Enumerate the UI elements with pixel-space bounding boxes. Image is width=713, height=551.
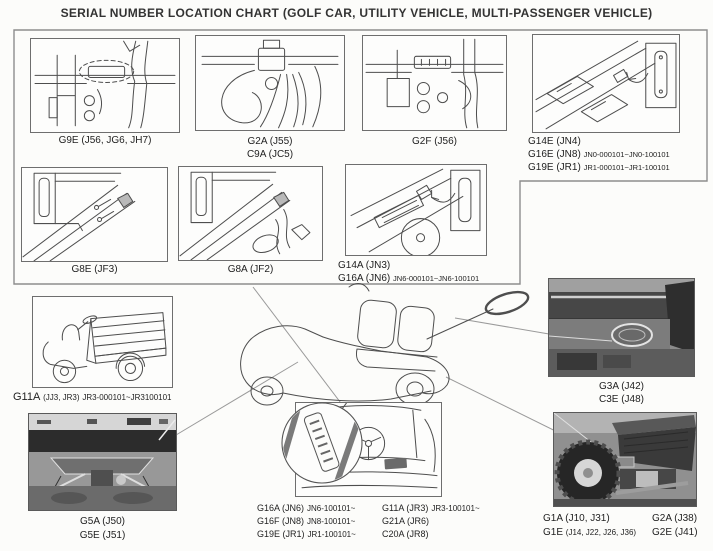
g8a-sketch: [179, 171, 311, 260]
panel-g8e-caption: G8E (JF3): [71, 264, 118, 275]
g2a-caption-line1: G2A (J55): [247, 136, 293, 147]
g14a-caption-line1: G14A (JN3): [338, 260, 391, 271]
magnifier-detail: [281, 402, 363, 484]
dash-left-row: G16A (JN6)JN6-100101~: [257, 503, 356, 513]
g5a-photo-sketch: [29, 414, 176, 510]
g14a-sketch: [350, 168, 481, 255]
g1a-photo-sketch: [554, 413, 696, 506]
panel-g2f-caption: G2F (J56): [411, 136, 457, 147]
g5a-caption-line2: G5E (J51): [79, 529, 126, 541]
panel-g8e-image: [21, 167, 168, 262]
leader-line-to-g5a: [170, 361, 299, 439]
panel-g2a-image: [195, 35, 345, 131]
golf-car-drawing: [240, 283, 530, 406]
g1a-row1-right: G2A (J38): [652, 513, 698, 524]
panel-g11a-caption: G11A (JJ3, JR3) JR3-000101~JR3100101: [13, 391, 172, 405]
g1a-row2-left: G1E (J14, J22, J26, J36): [543, 527, 637, 538]
g14e-caption-line1: G14E (JN4): [528, 136, 581, 147]
g2a-sketch: [201, 39, 339, 129]
g14e-caption-line2: G16E (JN8) JN0-000101~JN0-100101: [528, 148, 670, 161]
leader-line-to-g3a: [454, 317, 550, 335]
g14e-serial-2: JN0-000101~JN0-100101: [583, 150, 670, 159]
panel-g3a-caption: G3A (J42) C3E (J48): [548, 380, 695, 406]
g5a-caption-line1: G5A (J50): [79, 516, 126, 527]
g14a-serial-2: JN6-000101~JN6-100101: [393, 274, 480, 283]
panel-g14a-image: [345, 164, 487, 256]
panel-g8a-image: [178, 166, 323, 261]
g9e-sketch: [34, 40, 176, 129]
page-title: SERIAL NUMBER LOCATION CHART (GOLF CAR, …: [60, 6, 653, 20]
outer-frame: [13, 29, 708, 285]
panel-g9e-caption: G9E (J56, JG6, JH7): [58, 135, 152, 146]
panel-g2a-caption: G2A (J55) C9A (JC5): [195, 136, 345, 161]
panel-g1a-caption-right: G2A (J38) G2E (J41): [652, 512, 698, 540]
panel-g14a-caption: G14A (JN3) G16A (JN6) JN6-000101~JN6-100…: [338, 259, 479, 285]
serial-label-detail: [303, 412, 340, 472]
g2f-sketch: [365, 38, 504, 129]
g14a-model-2: G16A (JN6): [338, 273, 391, 284]
panel-g1a-photo: [553, 412, 697, 507]
dash-left-row: G16F (JN8)JN8-100101~: [257, 516, 356, 526]
g3a-caption-line2: C3E (J48): [598, 394, 644, 405]
g3a-photo-sketch: [549, 279, 694, 376]
panel-g1a-caption-left: G1A (J10, J31) G1E (J14, J22, J26, J36): [543, 512, 636, 540]
panel-g14e-image: [532, 34, 680, 133]
dash-left-row: G19E (JR1)JR1-100101~: [257, 529, 356, 539]
panel-g14e-caption: G14E (JN4) G16E (JN8) JN0-000101~JN0-100…: [528, 135, 670, 174]
g14e-model-2: G16E (JN8): [528, 149, 581, 160]
g11a-codes: (JJ3, JR3): [43, 393, 80, 402]
panel-g3a-photo: [548, 278, 695, 377]
g11a-model: G11A: [13, 391, 41, 403]
panel-g9e-image: [30, 38, 180, 133]
dash-caption-left-column: G16A (JN6)JN6-100101~ G16F (JN8)JN8-1001…: [257, 502, 356, 541]
panel-g11a-image: [32, 296, 173, 388]
dash-right-row: G21A (JR6): [382, 516, 430, 526]
g2a-caption-line2: C9A (JC5): [246, 148, 294, 160]
dash-caption-right-column: G11A (JR3)JR3-100101~ G21A (JR6) C20A (J…: [382, 502, 480, 541]
g14e-caption-line3: G19E (JR1) JR1-000101~JR1-100101: [528, 161, 670, 174]
panel-g5a-caption: G5A (J50) G5E (J51): [28, 515, 177, 542]
g14e-sketch: [535, 40, 677, 130]
g8e-sketch: [22, 172, 136, 261]
dash-right-row: C20A (JR8): [382, 529, 429, 539]
g11a-serial: JR3-000101~JR3100101: [82, 393, 172, 402]
g14a-caption-line2: G16A (JN6) JN6-000101~JN6-100101: [338, 272, 479, 285]
g14e-serial-3: JR1-000101~JR1-100101: [583, 163, 670, 172]
g1a-row1-left: G1A (J10, J31): [543, 513, 610, 524]
dash-right-row: G11A (JR3)JR3-100101~: [382, 503, 480, 513]
g1a-row2-right: G2E (J41): [652, 527, 698, 538]
panel-g5a-photo: [28, 413, 177, 511]
panel-g8a-caption: G8A (JF2): [227, 264, 274, 275]
panel-g2f-image: [362, 35, 507, 131]
g3a-caption-line1: G3A (J42): [598, 381, 645, 392]
g14e-model-3: G19E (JR1): [528, 162, 581, 173]
utility-truck-sketch: [42, 312, 167, 384]
